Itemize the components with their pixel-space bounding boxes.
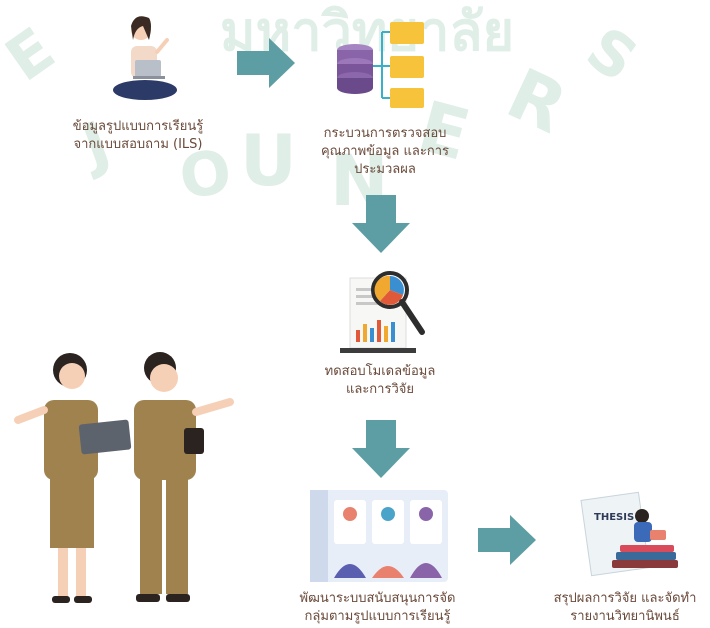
teachers-illustration (14, 352, 234, 603)
arrow-down-icon (352, 195, 410, 253)
watermark-letter-s: S (573, 13, 650, 97)
report-magnifier-icon (340, 271, 425, 353)
woman-laptop-icon (113, 16, 177, 100)
step-label-ils: ข้อมูลรูปแบบการเรียนรู้ จากแบบสอบถาม (IL… (72, 119, 204, 152)
arrow-right-icon (237, 38, 295, 88)
database-folders-icon (337, 22, 424, 108)
watermark-letter-u: U (240, 120, 297, 202)
thesis-books-icon: THESIS (580, 491, 678, 577)
dashboard-profiles-icon (310, 490, 448, 582)
step-label-system: พัฒนาระบบสนับสนุนการจัด กลุ่มตามรูปแบบกา… (299, 591, 456, 624)
watermark-letter-r: R (495, 52, 579, 150)
watermark-letter-e: E (0, 14, 68, 96)
arrow-down-icon-2 (352, 420, 410, 478)
step-label-process: กระบวนการตรวจสอบ คุณภาพข้อมูล และการ ประ… (320, 126, 450, 177)
arrow-right-icon-2 (478, 515, 536, 565)
step-label-summary: สรุปผลการวิจัย และจัดทำ รายงานวิทยานิพนธ… (553, 591, 697, 624)
thesis-title: THESIS (594, 512, 634, 523)
step-label-test: ทดสอบโมเดลข้อมูล และการวิจัย (324, 364, 436, 397)
